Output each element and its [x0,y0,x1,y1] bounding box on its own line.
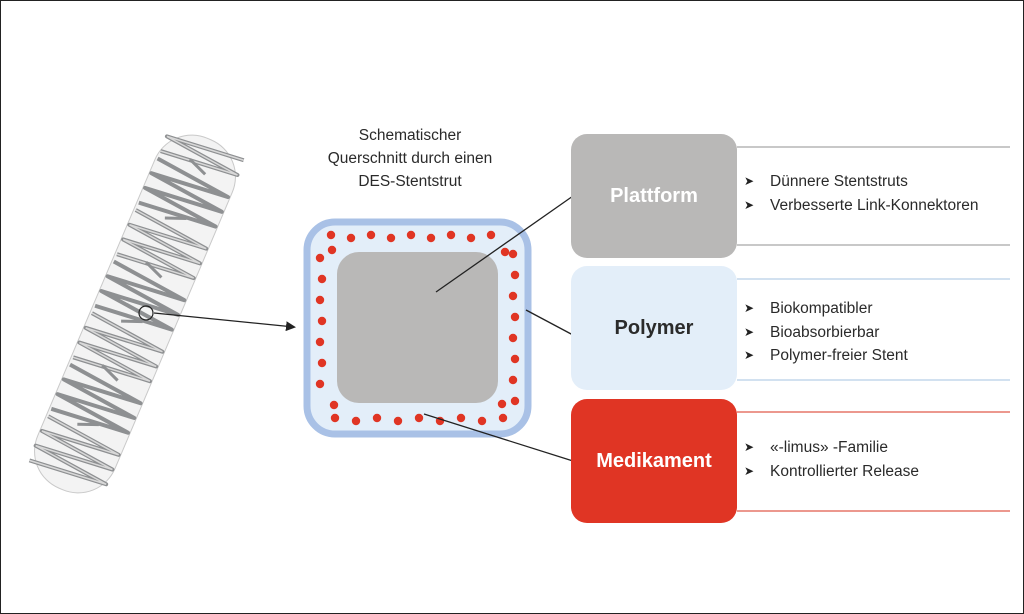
drug-particle [366,230,376,240]
drug-particle [406,230,416,240]
drug-particle [508,375,518,385]
bullet-text: «-limus» -Familie [770,439,888,456]
zoom-arrow [153,312,296,332]
arrowhead-bullet-icon: ➤ [744,324,755,339]
drug-particle [446,230,456,240]
connector-lines [423,195,574,462]
list-item: ➤ Biokompatibler [744,297,908,321]
medikament-bullet-list: ➤ «-limus» -Familie ➤ Kontrollierter Rel… [744,436,919,483]
list-brackets [737,146,1010,512]
drug-particle [393,416,403,426]
medikament-label: Medikament [596,449,712,472]
drug-particle [351,416,361,426]
polymer-bullet-list: ➤ Biokompatibler ➤ Bioabsorbierbar ➤ Pol… [744,297,908,368]
medikament-box: Medikament [571,399,737,523]
list-item: ➤ Verbesserte Link-Konnektoren [744,194,979,218]
drug-particle [372,413,382,423]
drug-particle [326,230,336,240]
drug-particle [426,233,436,243]
drug-particle [315,295,325,305]
drug-particle [456,413,466,423]
drug-particle [466,233,476,243]
arrowhead-bullet-icon: ➤ [744,463,755,478]
drug-particle [317,316,327,326]
bullet-text: Polymer-freier Stent [770,347,908,364]
polymer-label: Polymer [614,316,694,339]
bullet-text: Kontrollierter Release [770,462,920,480]
drug-particle [329,400,339,410]
drug-particle [414,413,424,423]
list-item: ➤ Polymer-freier Stent [744,344,908,368]
arrowhead-bullet-icon: ➤ [744,174,755,188]
drug-particle [330,413,340,423]
drug-particle [500,247,510,257]
drug-particle [477,416,487,426]
drug-particle [315,379,325,389]
drug-particle [346,233,356,243]
drug-particle [317,358,327,368]
bullet-text: Dünnere Stentstruts [770,173,908,190]
plattform-label: Plattform [610,184,698,207]
drug-particles [315,230,520,426]
metal-strut-core [337,252,498,403]
list-item: ➤ Kontrollierter Release [744,460,919,484]
drug-particle [508,333,518,343]
drug-particle [510,270,520,280]
list-item: ➤ «-limus» -Familie [744,436,919,460]
cross-section-title-line1: Schematischer [358,127,462,144]
drug-particle [498,413,508,423]
drug-particle [510,312,520,322]
arrowhead-bullet-icon: ➤ [744,440,755,454]
drug-particle [497,399,507,409]
cross-section-title: Schematischer Querschnitt durch einen DE… [290,124,530,193]
arrowhead-bullet-icon: ➤ [744,197,755,212]
drug-particle [508,291,518,301]
drug-particle [327,245,337,255]
strut-cross-section [303,218,532,438]
bullet-text: Verbesserte Link-Konnektoren [770,196,979,214]
stent-illustration [28,134,245,494]
strut-highlight-circle [138,305,154,321]
drug-particle [315,337,325,347]
drug-particle [317,274,327,284]
list-item: ➤ Dünnere Stentstruts [744,170,979,194]
connector-medikament [423,413,574,462]
bullet-text: Bioabsorbierbar [770,323,880,341]
drug-particle [315,253,325,263]
drug-particle [386,233,396,243]
plattform-box: Plattform [571,134,737,258]
arrowhead-bullet-icon: ➤ [744,301,755,315]
drug-particle [510,354,520,364]
drug-particle [510,396,520,406]
cross-section-title-line3: DES-Stentstrut [358,173,462,190]
plattform-bullet-list: ➤ Dünnere Stentstruts ➤ Verbesserte Link… [744,170,979,217]
drug-particle [508,249,518,259]
bullet-text: Biokompatibler [770,300,873,317]
polymer-box: Polymer [571,266,737,390]
arrowhead-bullet-icon: ➤ [744,348,755,362]
connector-plattform [435,195,574,293]
drug-particle [486,230,496,240]
cross-section-title-line2: Querschnitt durch einen [327,150,493,167]
list-item: ➤ Bioabsorbierbar [744,321,908,345]
connector-polymer [525,309,574,336]
